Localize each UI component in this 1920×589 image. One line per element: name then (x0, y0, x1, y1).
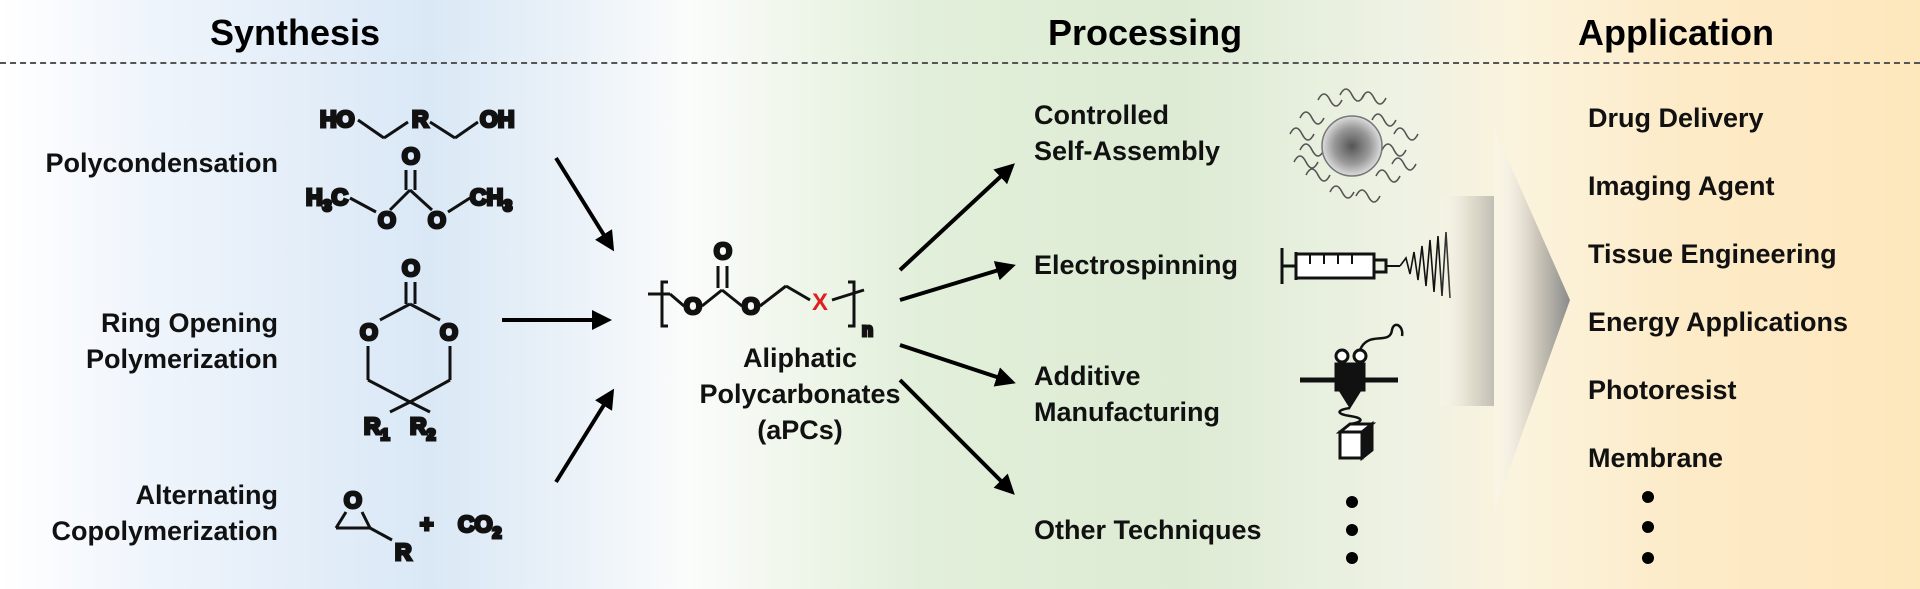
diol-oh-text: OH (480, 106, 515, 132)
cc-r2-text: R2 (410, 413, 436, 444)
apc-o2-text: O (742, 293, 760, 319)
diol-structure: HO R OH (319, 105, 516, 140)
apc-carbonyl-o-text: O (714, 238, 732, 264)
technique-additive-line2: Manufacturing (1034, 397, 1220, 427)
dmc-carbonyl-o-text: O (402, 143, 420, 169)
cc-o-right-text: O (440, 319, 458, 345)
technique-self-assembly-line2: Self-Assembly (1034, 136, 1221, 166)
arrow-copolymerization (554, 388, 615, 484)
dmc-ch3-text: CH3 (470, 184, 512, 215)
cyclic-carbonate-structure: O O O R1 R2 (359, 254, 460, 446)
product-label: Aliphatic Polycarbonates (aPCs) (660, 340, 940, 448)
application-ellipsis (1642, 491, 1654, 564)
arrow-additive (899, 343, 1016, 387)
arrow-other (898, 378, 1015, 495)
header-synthesis: Synthesis (210, 12, 381, 53)
arrow-polycondensation (554, 156, 615, 252)
application-drug-delivery: Drug Delivery (1588, 103, 1764, 133)
dimethyl-carbonate-structure: O O O H3C CH3 (305, 142, 514, 235)
big-transition-arrow (1494, 128, 1570, 512)
method-polycondensation: Polycondensation (0, 145, 278, 181)
dmc-o2-text: O (428, 207, 446, 233)
processing-ellipsis (1346, 496, 1358, 564)
plus-sign: + (420, 511, 433, 537)
header-divider (0, 62, 1920, 64)
product-label-line1: Aliphatic (742, 343, 857, 373)
cc-r1-text: R1 (364, 413, 390, 444)
method-ring-opening-line2: Polymerization (85, 344, 278, 374)
method-alternating-line2: Copolymerization (51, 516, 278, 546)
header-application: Application (1578, 12, 1774, 53)
method-ring-opening-line1: Ring Opening (101, 308, 278, 338)
diol-ho-text: HO (320, 106, 355, 132)
cc-o-left-text: O (360, 319, 378, 345)
printer-icon (1300, 323, 1404, 462)
apc-repeat-unit: O O O X n (648, 237, 875, 342)
arrow-electrospinning (899, 261, 1016, 302)
co2-text: CO2 (458, 511, 502, 542)
technique-self-assembly: Controlled Self-Assembly (1034, 97, 1220, 169)
technique-other-label: Other Techniques (1034, 515, 1262, 545)
product-label-line2: Polycarbonates (699, 379, 901, 409)
syringe-icon (1280, 231, 1451, 299)
epoxide-r-text: R (395, 539, 412, 565)
application-membrane: Membrane (1588, 443, 1724, 473)
technique-additive: Additive Manufacturing (1034, 358, 1220, 430)
method-ring-opening: Ring Opening Polymerization (0, 305, 278, 377)
application-photoresist: Photoresist (1588, 375, 1737, 405)
apc-o1-text: O (684, 293, 702, 319)
big-arrow-shaft (1440, 196, 1494, 406)
header-processing: Processing (1048, 12, 1243, 53)
application-energy: Energy Applications (1588, 307, 1849, 337)
cc-carbonyl-o-text: O (402, 255, 420, 281)
synthesis-arrows (502, 156, 615, 484)
method-alternating-line1: Alternating (135, 480, 278, 510)
application-imaging-agent: Imaging Agent (1588, 171, 1775, 201)
apc-repeat-n: n (862, 320, 873, 340)
application-tissue-engineering: Tissue Engineering (1588, 239, 1837, 269)
diol-r-text: R (412, 106, 429, 132)
method-alternating: Alternating Copolymerization (0, 477, 278, 549)
processing-arrows (898, 163, 1016, 495)
technique-electrospinning-label: Electrospinning (1034, 250, 1239, 280)
technique-electrospinning: Electrospinning (1034, 247, 1238, 283)
epoxide-o-text: O (344, 487, 362, 513)
arrow-self-assembly (898, 163, 1015, 272)
apc-x-group: X (812, 289, 828, 316)
method-polycondensation-label: Polycondensation (45, 148, 278, 178)
technique-other: Other Techniques (1034, 512, 1262, 548)
dmc-o1-text: O (378, 207, 396, 233)
micelle-icon (1289, 88, 1419, 203)
dmc-h3c-text: H3C (306, 184, 348, 215)
technique-additive-line1: Additive (1034, 361, 1141, 391)
product-label-line3: (aPCs) (757, 415, 843, 445)
epoxide-structure: O R + CO2 (334, 486, 503, 567)
technique-self-assembly-line1: Controlled (1034, 100, 1169, 130)
